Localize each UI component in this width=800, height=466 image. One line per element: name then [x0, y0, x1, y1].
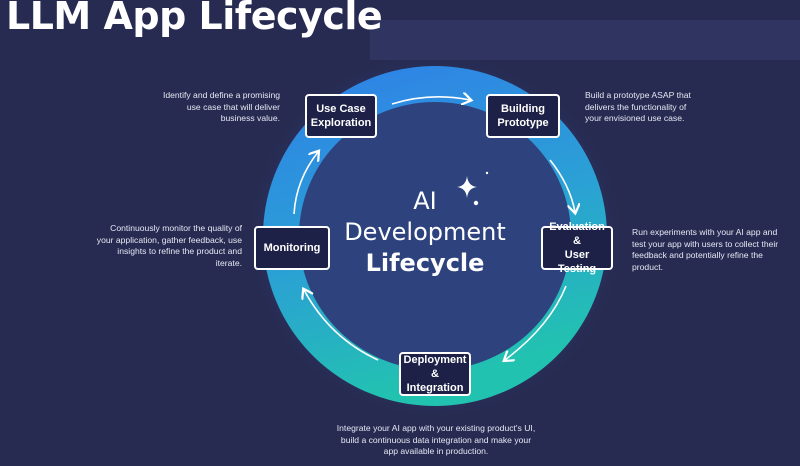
center-line-development: Development: [344, 218, 506, 246]
stage-deployment-integration: Deployment & Integration: [399, 352, 471, 396]
stage-use-case-exploration: Use Case Exploration: [305, 94, 377, 138]
arrow-exploration-to-prototype: [391, 97, 470, 104]
title-bar: [0, 0, 800, 60]
stage-evaluation-user-testing: Evaluation & User Testing: [541, 221, 613, 275]
center-line-ai: AI: [413, 187, 437, 215]
description-deployment-integration: Integrate your AI app with your existing…: [336, 423, 536, 456]
description-building-prototype: Build a prototype ASAP that delivers the…: [585, 90, 691, 123]
description-monitoring: Continuously monitor the quality of your…: [96, 223, 242, 268]
description-evaluation-user-testing: Run experiments with your AI app and tes…: [632, 227, 779, 272]
arrow-deployment-to-monitoring: [304, 290, 379, 361]
arrow-evaluation-to-deployment: [505, 285, 567, 360]
ring-glow: [245, 51, 625, 421]
center-line-lifecycle: Lifecycle: [365, 249, 485, 277]
stage-building-prototype: Building Prototype: [486, 94, 560, 138]
stage-monitoring: Monitoring: [254, 226, 330, 270]
arrow-prototype-to-evaluation: [549, 159, 575, 212]
description-use-case-exploration: Identify and define a promising use case…: [162, 90, 280, 123]
arrow-monitoring-to-exploration: [293, 152, 318, 215]
sparkle-icon: [457, 171, 489, 206]
center-title: AI Development Lifecycle: [310, 186, 540, 279]
page-title: LLM App Lifecycle: [6, 0, 383, 38]
